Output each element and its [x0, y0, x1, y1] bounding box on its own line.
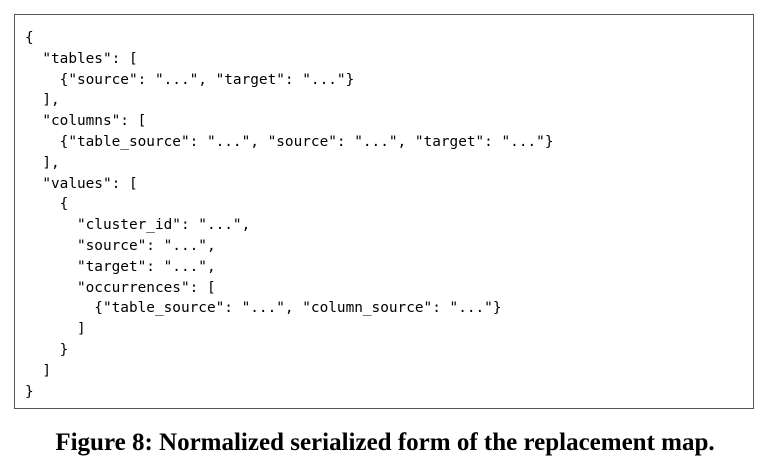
- code-line: ],: [25, 154, 60, 171]
- code-line: "cluster_id": "...",: [25, 217, 251, 234]
- code-line: "columns": [: [25, 113, 147, 130]
- code-line: "values": [: [25, 175, 138, 192]
- code-line: "source": "...",: [25, 237, 216, 254]
- code-line: }: [25, 341, 69, 358]
- code-line: ]: [25, 362, 51, 379]
- code-line: {"source": "...", "target": "..."}: [25, 71, 355, 88]
- code-line: "occurrences": [: [25, 279, 216, 296]
- code-line: ],: [25, 92, 60, 109]
- code-line: {"table_source": "...", "column_source":…: [25, 300, 502, 317]
- code-line: {"table_source": "...", "source": "...",…: [25, 133, 554, 150]
- code-line: }: [25, 383, 34, 400]
- code-line: {: [25, 196, 69, 213]
- figure-caption: Figure 8: Normalized serialized form of …: [55, 429, 715, 456]
- code-line: ]: [25, 321, 86, 338]
- code-listing: { "tables": [ {"source": "...", "target"…: [25, 28, 554, 402]
- code-line: "tables": [: [25, 50, 138, 67]
- code-listing-box: { "tables": [ {"source": "...", "target"…: [14, 14, 754, 409]
- code-line: {: [25, 30, 34, 46]
- code-line: "target": "...",: [25, 258, 216, 275]
